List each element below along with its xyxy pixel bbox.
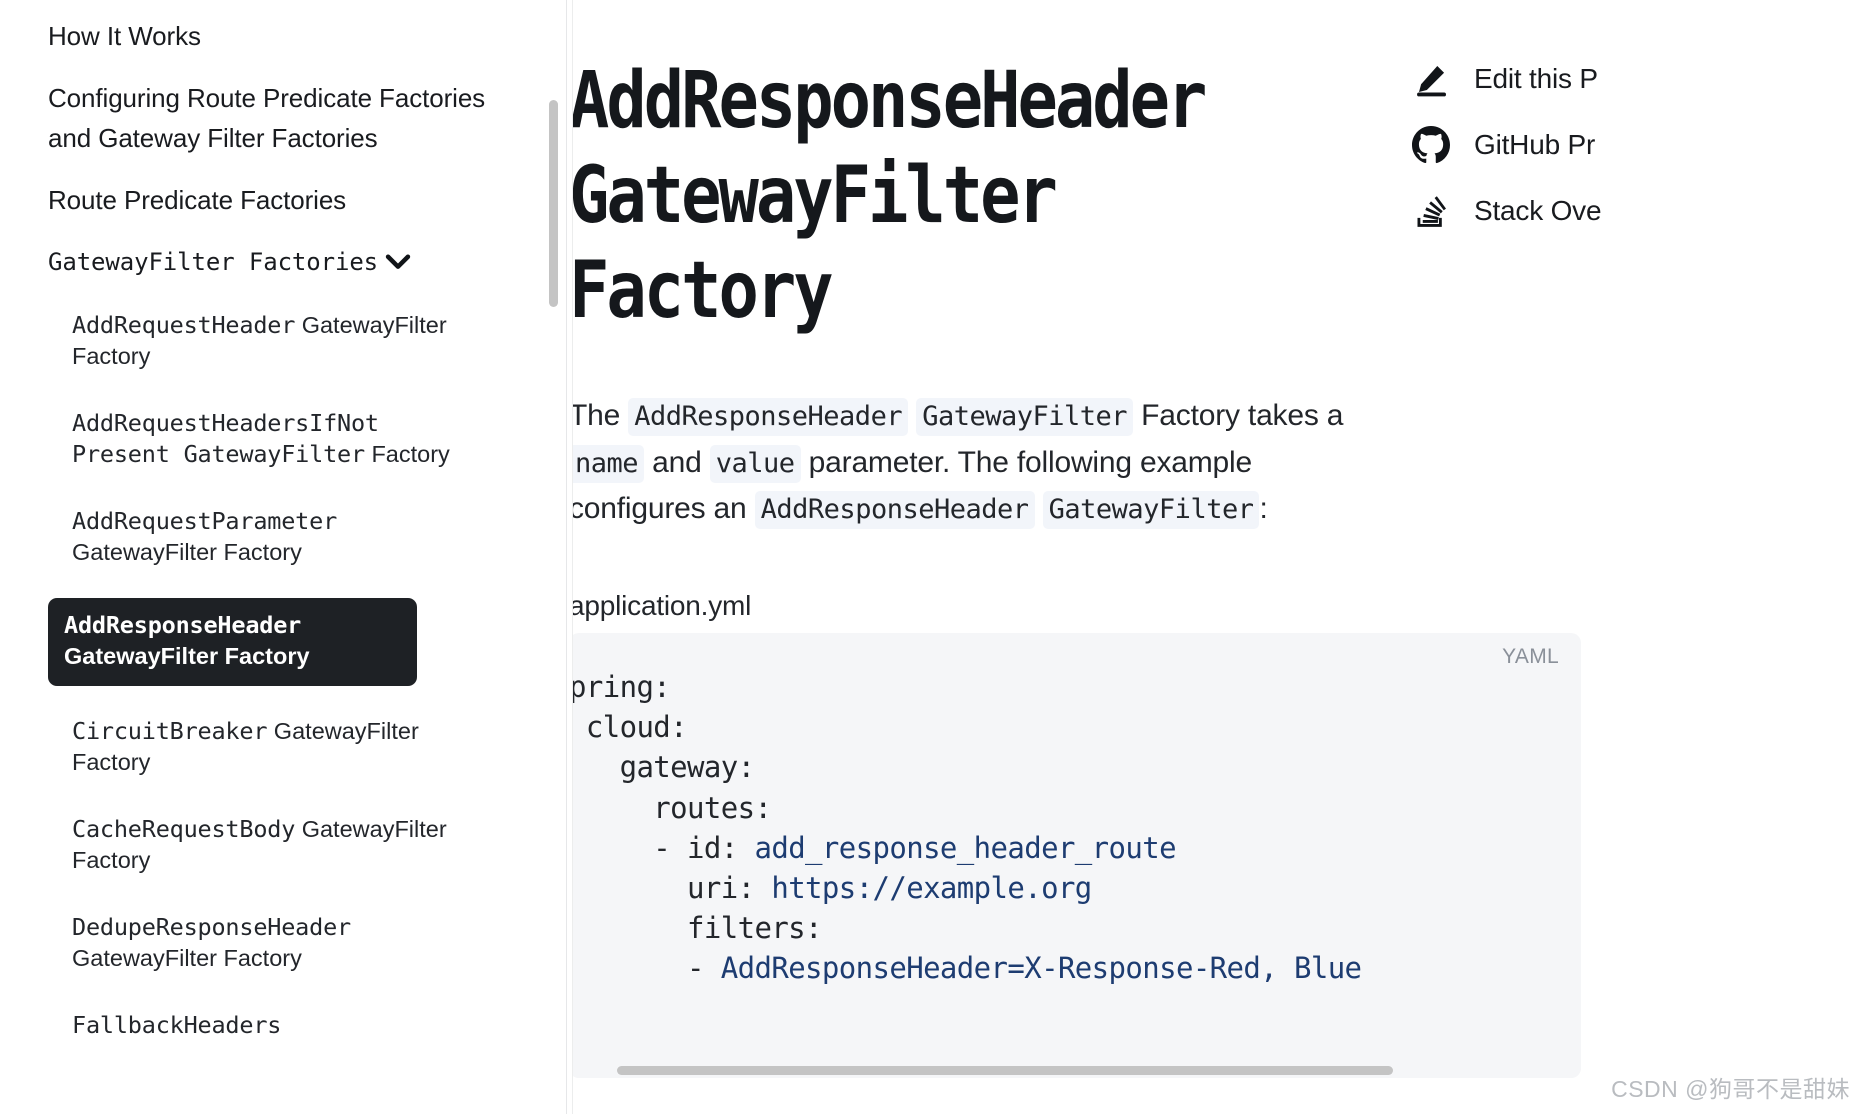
inline-code-addresponseheader-2: AddResponseHeader bbox=[754, 491, 1035, 529]
paragraph-text: parameter. The following example configu… bbox=[573, 445, 1252, 526]
paragraph-text: Factory takes a bbox=[1133, 399, 1344, 432]
sidebar-section-gatewayfilter-factories[interactable]: GatewayFilter Factories bbox=[0, 242, 545, 282]
code-value: https://example.org bbox=[771, 871, 1092, 906]
paragraph-text bbox=[908, 399, 916, 432]
sidebar-item-how-it-works[interactable]: How It Works bbox=[48, 21, 201, 51]
code-block: YAML pring: cloud: gateway: routes: - id… bbox=[573, 633, 1581, 1078]
inline-code-addresponseheader: AddResponseHeader bbox=[628, 398, 909, 436]
code-content[interactable]: pring: cloud: gateway: routes: - id: add… bbox=[573, 670, 1362, 986]
inline-code-gatewayfilter: GatewayFilter bbox=[916, 398, 1134, 436]
sidebar-subitem-name: FallbackHeaders bbox=[72, 1011, 282, 1039]
inline-code-gatewayfilter-2: GatewayFilter bbox=[1042, 491, 1260, 529]
sidebar-item-addrequestheadersifnotpresent[interactable]: AddRequestHeadersIfNot Present GatewayFi… bbox=[48, 402, 503, 476]
sidebar-subitem-name: AddResponseHeader bbox=[64, 611, 302, 639]
sidebar-item-addrequestparameter[interactable]: AddRequestParameter GatewayFilter Factor… bbox=[48, 500, 503, 574]
sidebar-subitem-tail: GatewayFilter Factory bbox=[72, 312, 447, 369]
paragraph-text: : bbox=[1259, 492, 1268, 525]
stack-overflow-label: Stack Ove bbox=[1474, 195, 1602, 226]
sidebar-subitem-name: CircuitBreaker bbox=[72, 717, 268, 745]
main-content: AddResponseHeader GatewayFilter Factory … bbox=[573, 0, 1862, 1114]
content-divider bbox=[572, 0, 573, 1114]
paragraph-text: The bbox=[573, 399, 629, 432]
paragraph-text: and bbox=[644, 445, 710, 479]
sidebar-divider bbox=[566, 0, 567, 1114]
pencil-icon bbox=[1410, 58, 1452, 100]
sidebar-section-label: GatewayFilter Factories bbox=[48, 248, 379, 276]
sidebar-item-cacherequestbody[interactable]: CacheRequestBody GatewayFilter Factory bbox=[48, 808, 503, 882]
sidebar-item-circuitbreaker[interactable]: CircuitBreaker GatewayFilter Factory bbox=[48, 710, 503, 784]
edit-this-page-link[interactable]: Edit this P bbox=[1410, 46, 1862, 112]
page-actions-rail: Edit this P GitHub Pr Stack Ove bbox=[1410, 46, 1862, 244]
sidebar-subitem-name: AddRequestHeadersIfNot Present GatewayFi… bbox=[72, 409, 379, 468]
paragraph-text bbox=[1035, 492, 1043, 525]
sidebar-item-route-predicate-factories[interactable]: Route Predicate Factories bbox=[48, 185, 347, 215]
chevron-down-icon[interactable] bbox=[381, 244, 415, 278]
sidebar-item-configuring-route-predicate-factories[interactable]: Configuring Route Predicate Factories an… bbox=[48, 83, 486, 153]
sidebar-subitem-tail: GatewayFilter Factory bbox=[64, 643, 310, 669]
sidebar-scrollbar-thumb[interactable] bbox=[549, 100, 558, 307]
watermark: CSDN @狗哥不是甜妹 bbox=[1611, 1076, 1850, 1102]
intro-paragraph: The AddResponseHeader GatewayFilter Fact… bbox=[573, 393, 1344, 533]
page-title: AddResponseHeader GatewayFilter Factory bbox=[573, 56, 1207, 337]
sidebar-item-deduperesponseheader[interactable]: DedupeResponseHeader GatewayFilter Facto… bbox=[48, 906, 503, 980]
sidebar-subitem-tail: GatewayFilter Factory bbox=[72, 718, 419, 775]
github-icon bbox=[1410, 124, 1452, 166]
code-block-caption: application.yml bbox=[573, 590, 752, 621]
edit-this-page-label: Edit this P bbox=[1474, 63, 1598, 94]
sidebar-subitem-tail: Factory bbox=[364, 441, 450, 467]
sidebar-subitem-tail: GatewayFilter Factory bbox=[72, 945, 302, 971]
inline-code-name: name bbox=[573, 444, 645, 483]
sidebar-scrollbar-track[interactable] bbox=[548, 0, 562, 1114]
github-project-link[interactable]: GitHub Pr bbox=[1410, 112, 1862, 178]
sidebar-subitem-name: DedupeResponseHeader bbox=[72, 913, 351, 941]
stack-overflow-link[interactable]: Stack Ove bbox=[1410, 178, 1862, 244]
sidebar-subitem-name: AddRequestParameter bbox=[72, 507, 338, 535]
sidebar-scroll-content: How It Works Configuring Route Predicate… bbox=[0, 0, 545, 1071]
sidebar-item-fallbackheaders[interactable]: FallbackHeaders bbox=[48, 1004, 503, 1047]
stack-overflow-icon bbox=[1410, 190, 1452, 232]
sidebar-subitem-name: CacheRequestBody bbox=[72, 815, 296, 843]
code-value: add_response_header_route bbox=[754, 830, 1176, 865]
sidebar-subitem-tail: GatewayFilter Factory bbox=[72, 816, 447, 873]
sidebar-subitem-name: AddRequestHeader bbox=[72, 311, 296, 339]
sidebar-navigation: How It Works Configuring Route Predicate… bbox=[0, 0, 567, 1114]
code-value: AddResponseHeader=X-Response-Red, Blue bbox=[720, 951, 1362, 986]
sidebar-item-addrequestheader[interactable]: AddRequestHeader GatewayFilter Factory bbox=[48, 304, 503, 378]
inline-code-value: value bbox=[709, 444, 801, 483]
sidebar-subitem-tail: GatewayFilter Factory bbox=[72, 539, 302, 565]
code-scrollbar-track[interactable] bbox=[573, 1064, 1581, 1078]
github-project-label: GitHub Pr bbox=[1474, 129, 1596, 160]
sidebar-item-addresponseheader[interactable]: AddResponseHeader GatewayFilter Factory bbox=[48, 598, 417, 686]
code-scrollbar-thumb[interactable] bbox=[617, 1066, 1393, 1075]
code-language-label: YAML bbox=[1502, 645, 1559, 668]
